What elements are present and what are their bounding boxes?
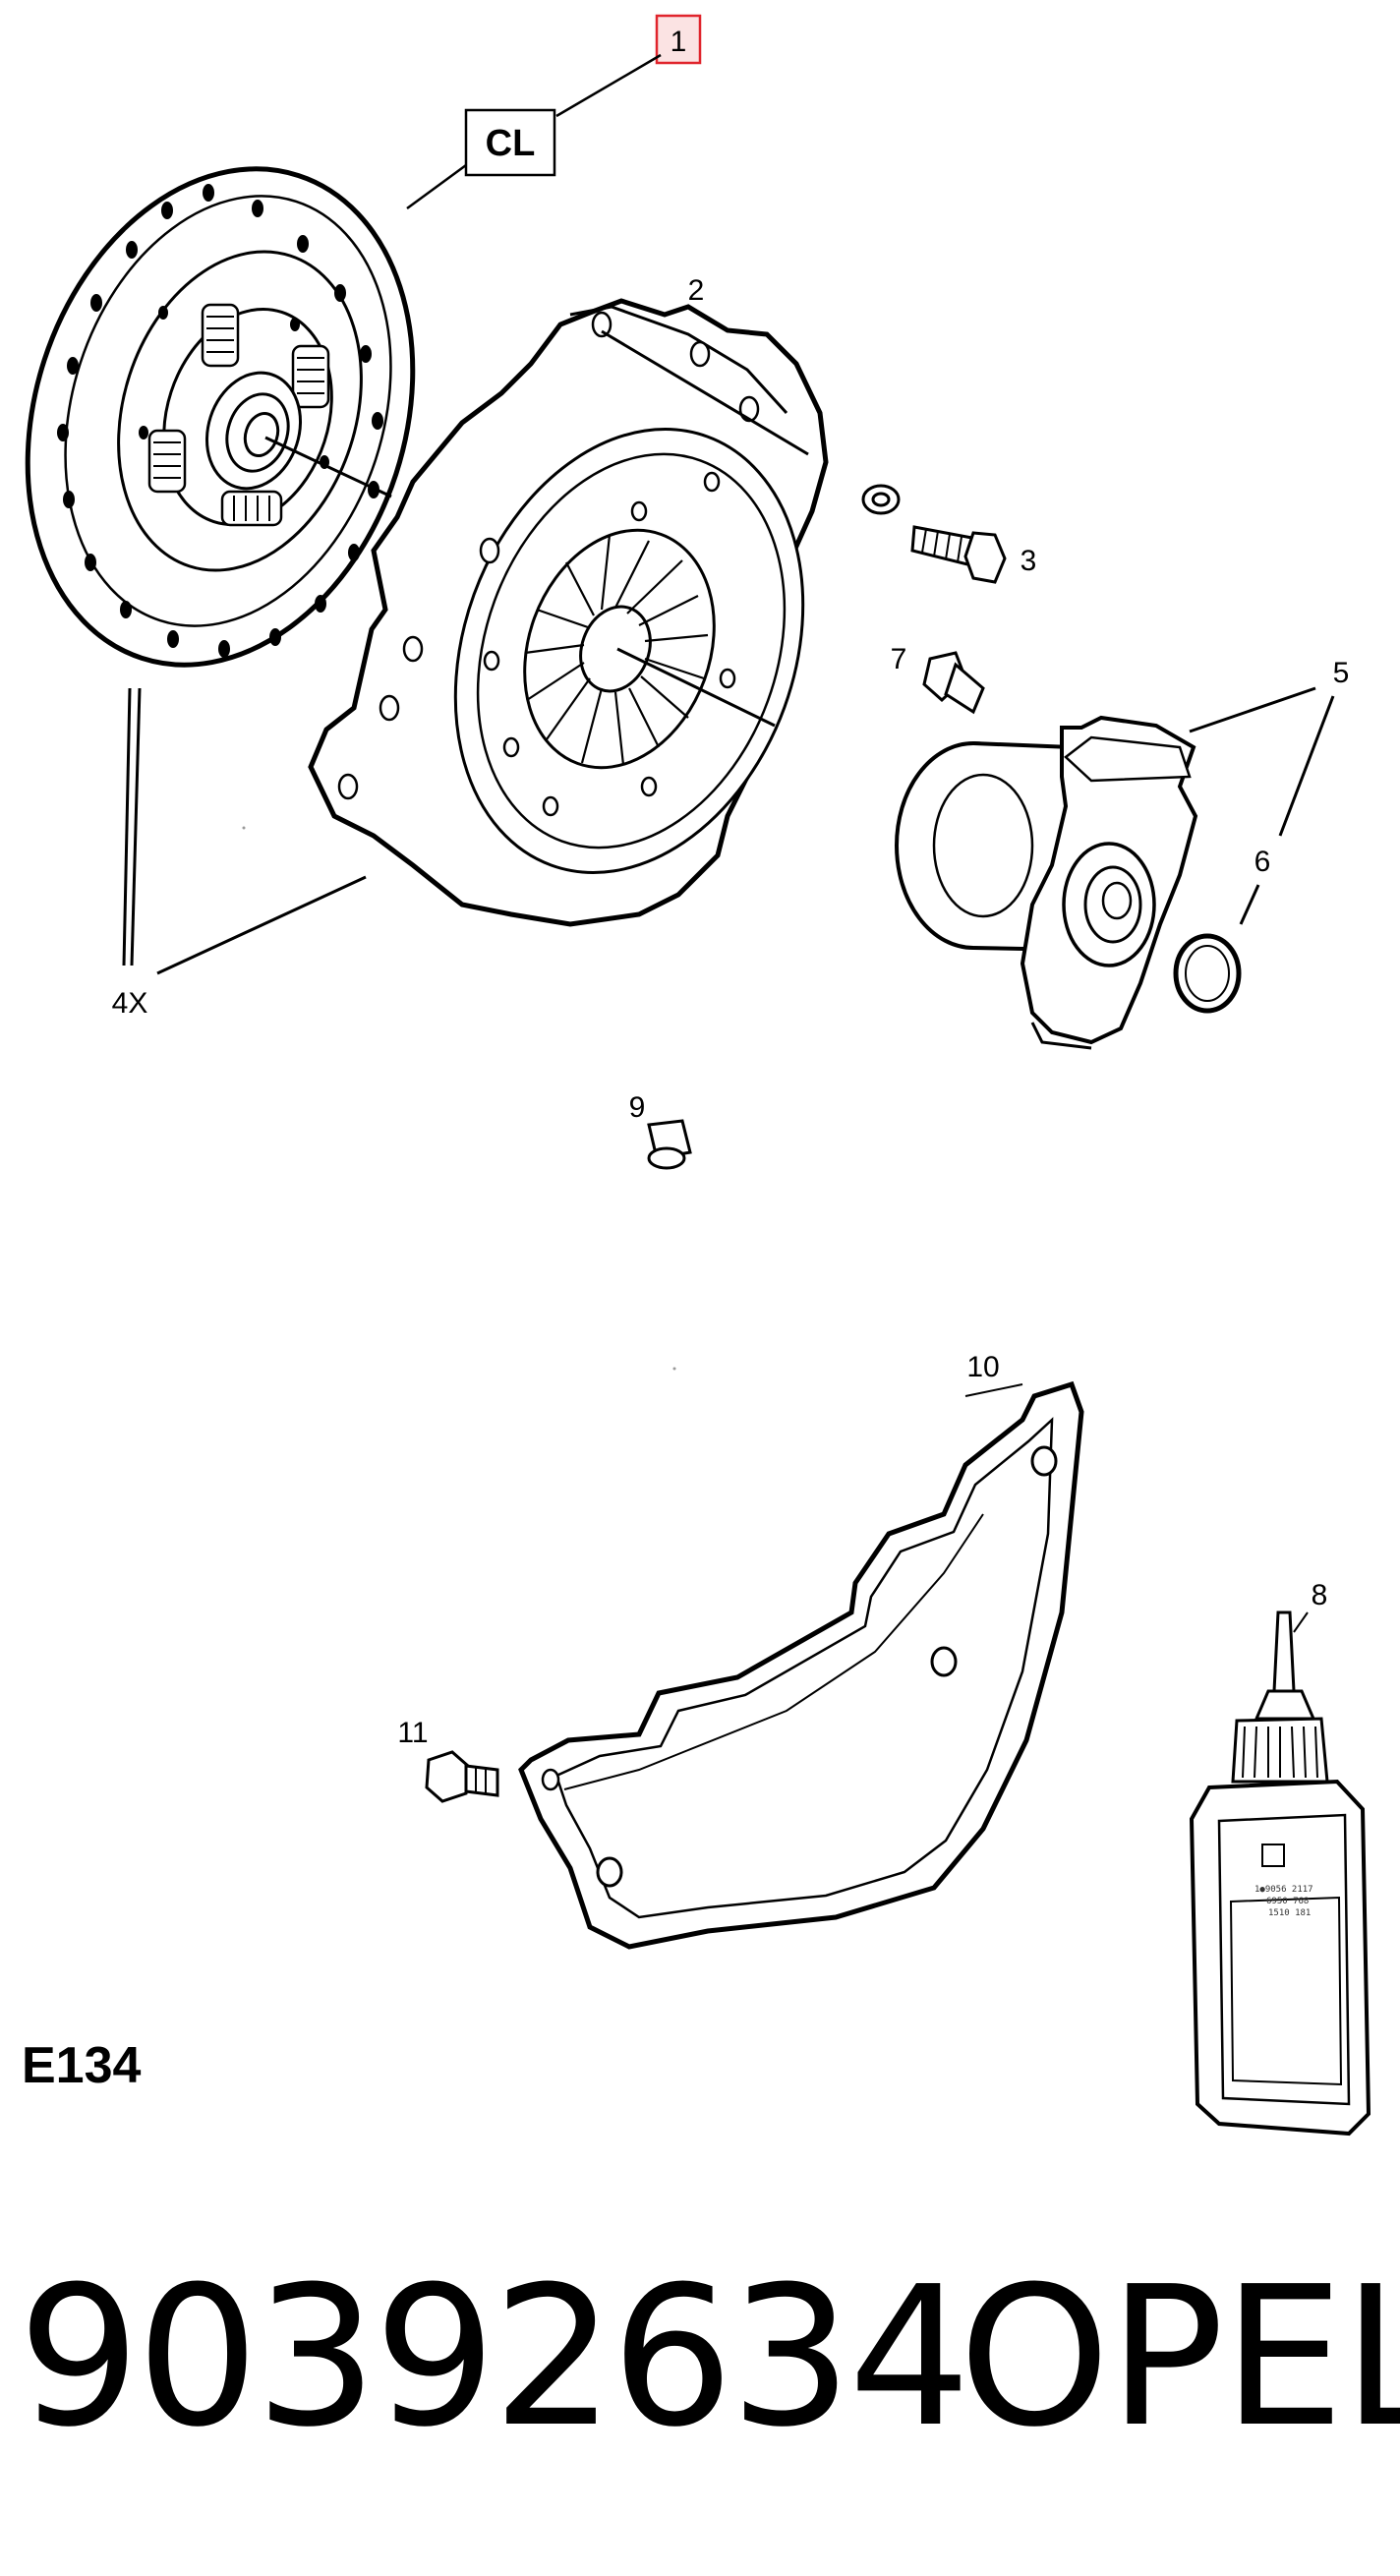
callout-8: 8 — [1312, 1579, 1328, 1611]
callout-5: 5 — [1333, 657, 1350, 689]
callout-4x: 4X — [112, 987, 148, 1020]
part-number: 90392634 — [18, 2246, 971, 2470]
bushing — [647, 1119, 692, 1170]
release-bearing — [895, 715, 1198, 1050]
clutch-disc — [25, 166, 416, 668]
screw — [922, 651, 985, 715]
svg-text:1510 181: 1510 181 — [1268, 1908, 1311, 1918]
callout-3: 3 — [1021, 545, 1037, 577]
callout-11: 11 — [397, 1717, 428, 1749]
callout-1[interactable]: 1 — [655, 14, 702, 65]
grease-bottle-label: 1●9056 2117 6950 768 1510 181 — [1254, 1885, 1313, 1918]
bolt-and-washer — [861, 484, 1007, 584]
pressure-plate — [308, 298, 829, 927]
cl-label: CL — [464, 108, 556, 177]
callout-1-box[interactable] — [655, 14, 702, 65]
brand-name: OPEL — [959, 2246, 1400, 2470]
svg-text:CL: CL — [486, 123, 536, 164]
callout-7: 7 — [891, 643, 907, 675]
diagram-code: E134 — [22, 2037, 142, 2094]
callout-6: 6 — [1254, 846, 1271, 878]
callout-2: 2 — [688, 274, 705, 307]
cover-bolt — [425, 1750, 499, 1803]
callout-10: 10 — [966, 1351, 999, 1383]
o-ring — [1173, 933, 1242, 1014]
callout-9: 9 — [629, 1091, 646, 1124]
cover-plate — [518, 1380, 1084, 1950]
grease-bottle — [1189, 1610, 1371, 2137]
svg-text:6950 768: 6950 768 — [1266, 1897, 1309, 1906]
callout-1-label: 1 — [671, 26, 687, 58]
svg-text:1●9056 2117: 1●9056 2117 — [1254, 1885, 1313, 1895]
